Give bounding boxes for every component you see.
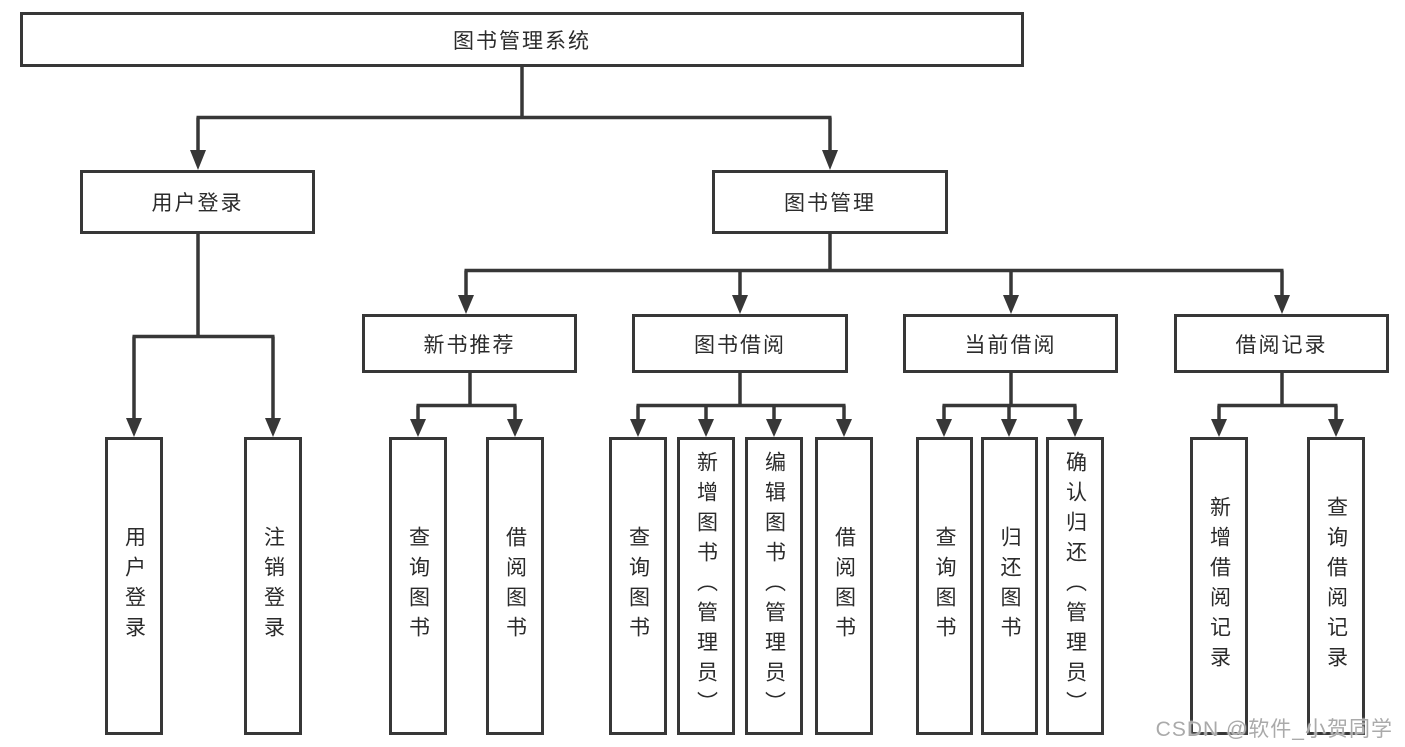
node-user-login: 用户登录 [80,170,315,234]
node-book-borrowing: 图书借阅 [632,314,848,373]
leaf-records-add-borrow-record: 新增借阅记录 [1190,437,1248,735]
leaf-borrowing-borrow-books: 借阅图书 [815,437,873,735]
leaf-borrowing-edit-books-admin: 编辑图书（管理员） [745,437,803,735]
node-current-borrowing: 当前借阅 [903,314,1118,373]
leaf-recommend-borrow-books: 借阅图书 [486,437,544,735]
node-book-management: 图书管理 [712,170,948,234]
leaf-current-query-books: 查询图书 [916,437,973,735]
leaf-borrowing-query-books: 查询图书 [609,437,667,735]
leaf-logout: 注销登录 [244,437,302,735]
leaf-user-login: 用户登录 [105,437,163,735]
leaf-recommend-query-books: 查询图书 [389,437,447,735]
leaf-current-confirm-return-admin: 确认归还（管理员） [1046,437,1104,735]
node-root: 图书管理系统 [20,12,1024,67]
leaf-records-query-borrow-record: 查询借阅记录 [1307,437,1365,735]
leaf-borrowing-add-books-admin: 新增图书（管理员） [677,437,735,735]
watermark: CSDN @软件_小贺同学 [1155,718,1393,741]
node-new-book-recommend: 新书推荐 [362,314,577,373]
node-borrow-records: 借阅记录 [1174,314,1389,373]
leaf-current-return-books: 归还图书 [981,437,1038,735]
